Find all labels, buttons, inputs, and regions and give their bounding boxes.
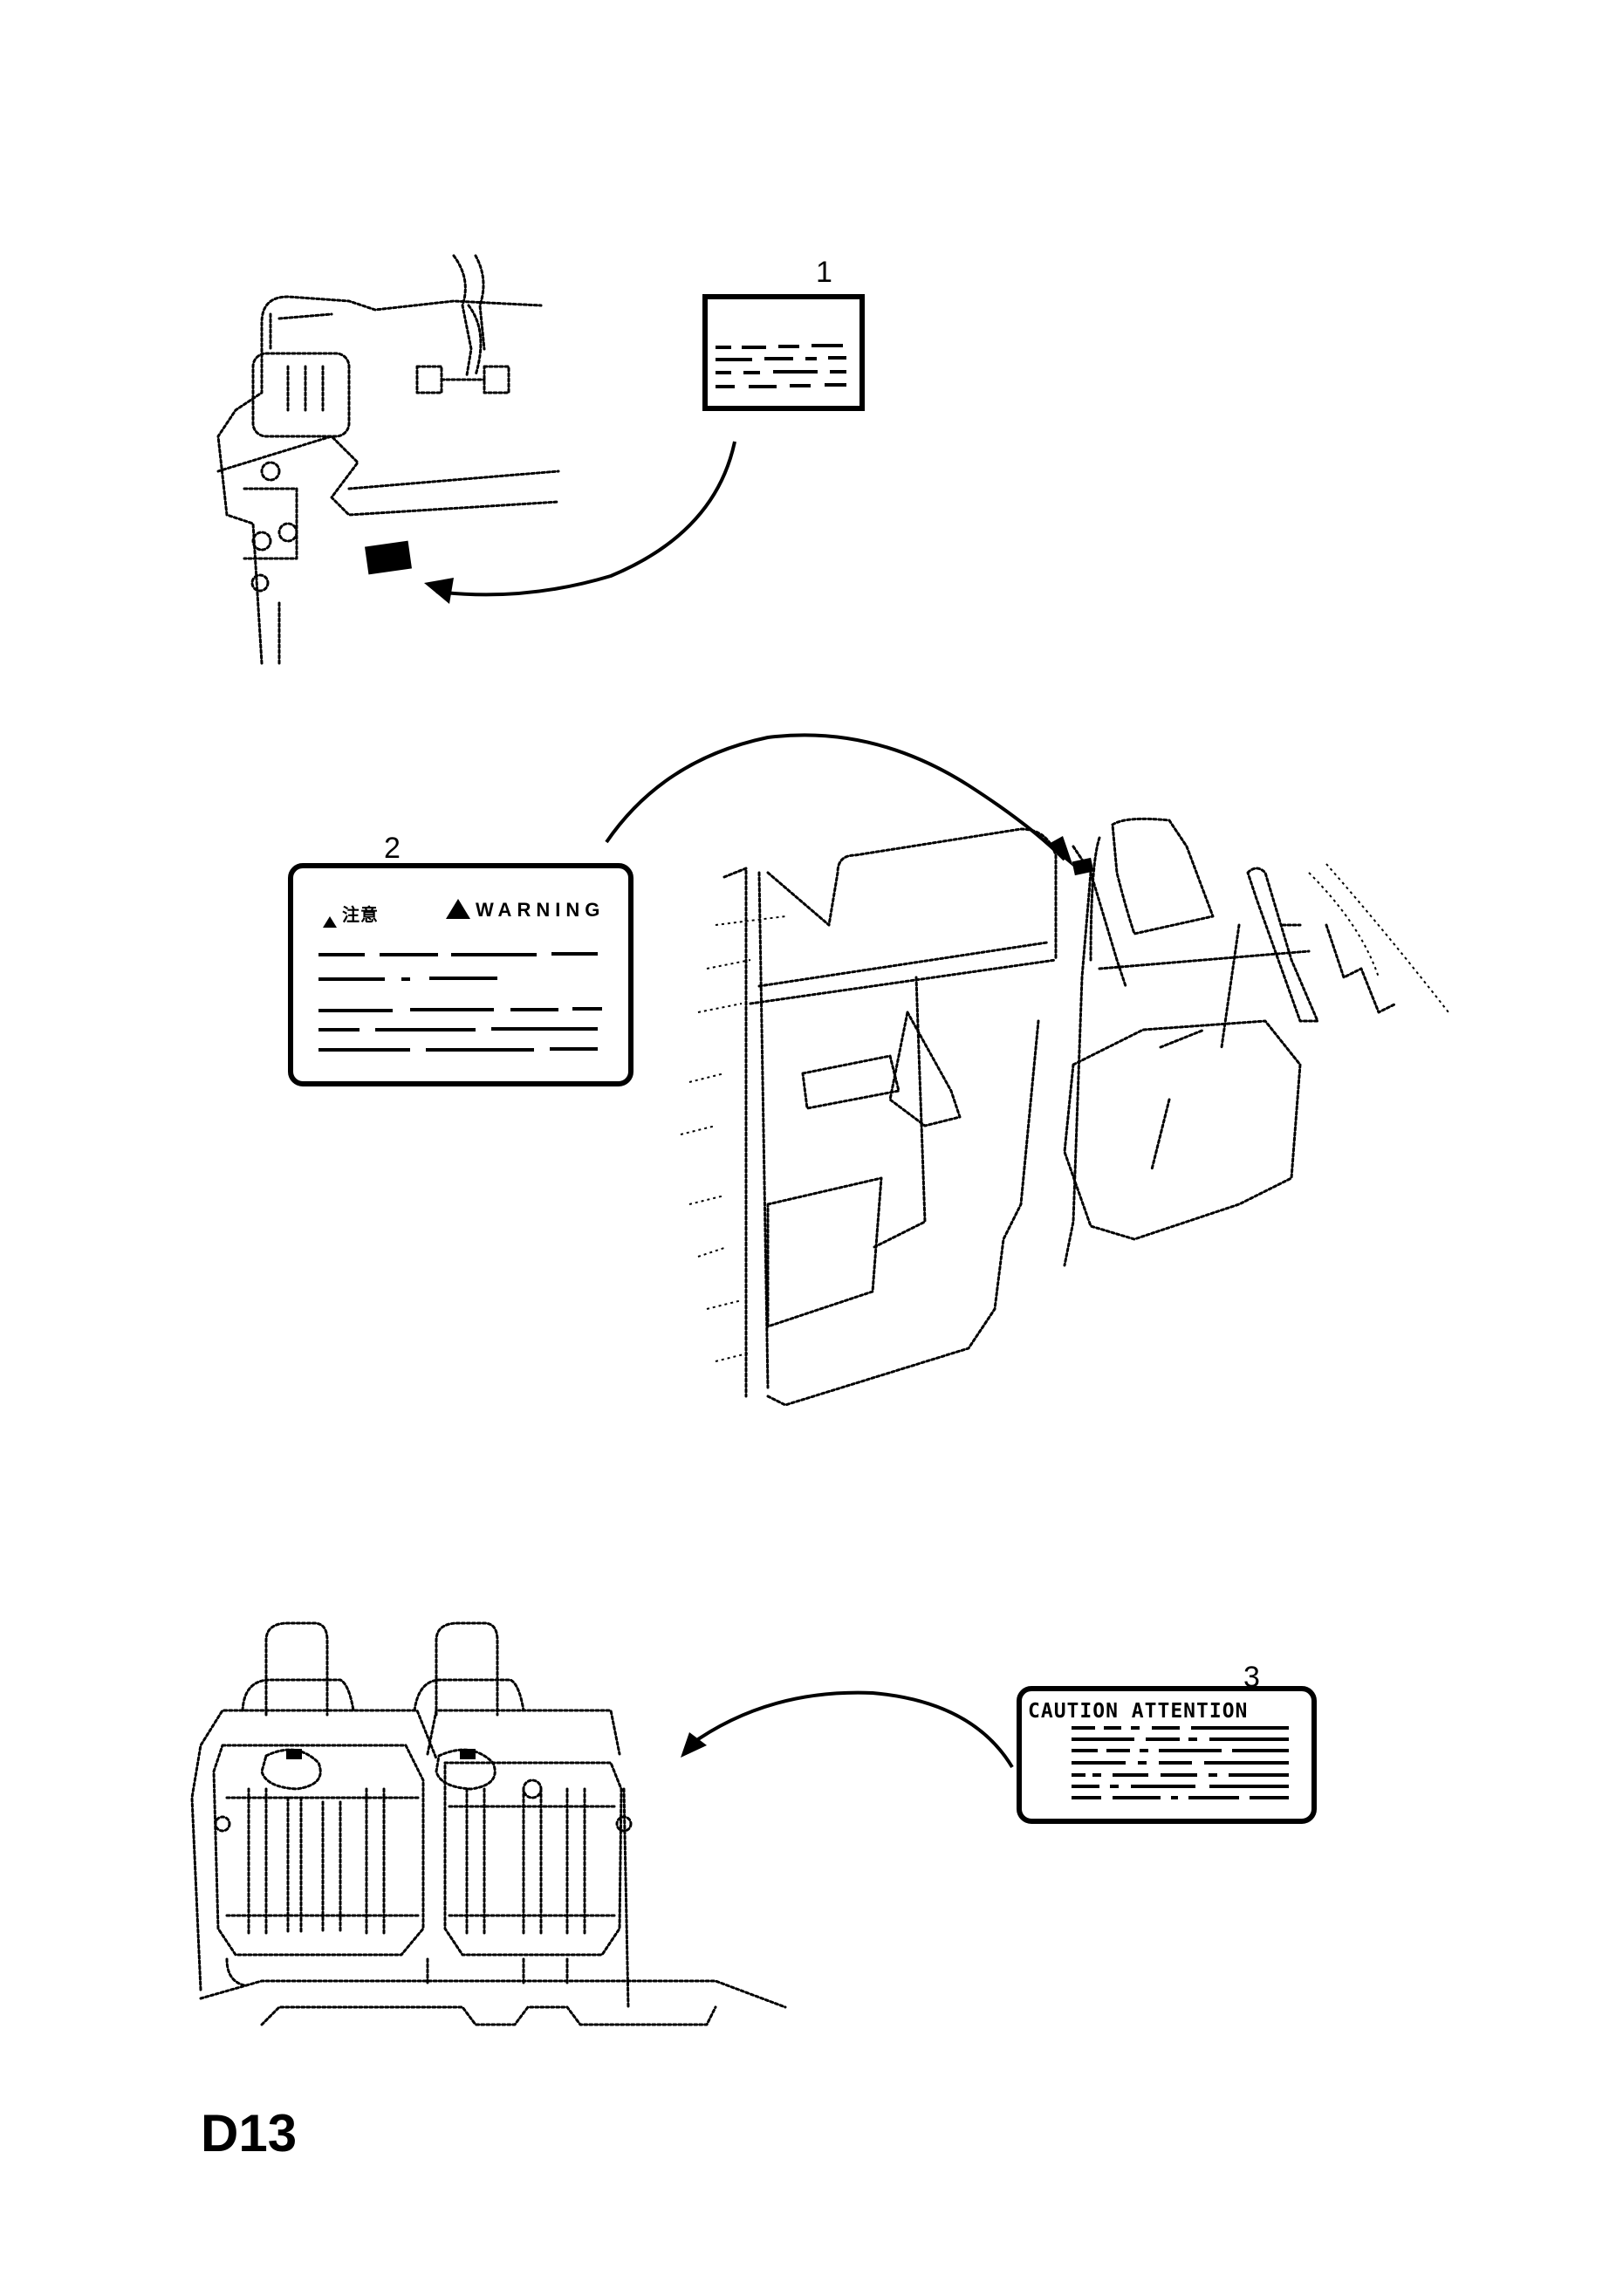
warning-triangle-icon-right (446, 899, 470, 919)
page-code: D13 (201, 2104, 298, 2162)
rear-seat-back-view (190, 1621, 1014, 2026)
rear-door-interior-view (605, 733, 1449, 1407)
label-location-marker-1 (365, 540, 412, 575)
label-location-marker-3a (286, 1749, 302, 1759)
label-2-graphic (288, 863, 633, 1086)
label-location-marker-3b (460, 1749, 476, 1759)
label-3-heading: CAUTION ATTENTION (1028, 1700, 1249, 1723)
callout-number-3: 3 (1243, 1661, 1260, 1694)
label-1-graphic (702, 294, 865, 411)
callout-number-1: 1 (816, 256, 832, 289)
label-2-heading-warning: WARNING (476, 899, 606, 921)
warning-triangle-icon-left (323, 916, 337, 928)
label-3-graphic (1017, 1686, 1317, 1824)
seat-belt-anchor-view (216, 254, 736, 665)
callout-number-2: 2 (384, 832, 401, 865)
label-2-heading-japanese: 注意 (342, 904, 379, 925)
